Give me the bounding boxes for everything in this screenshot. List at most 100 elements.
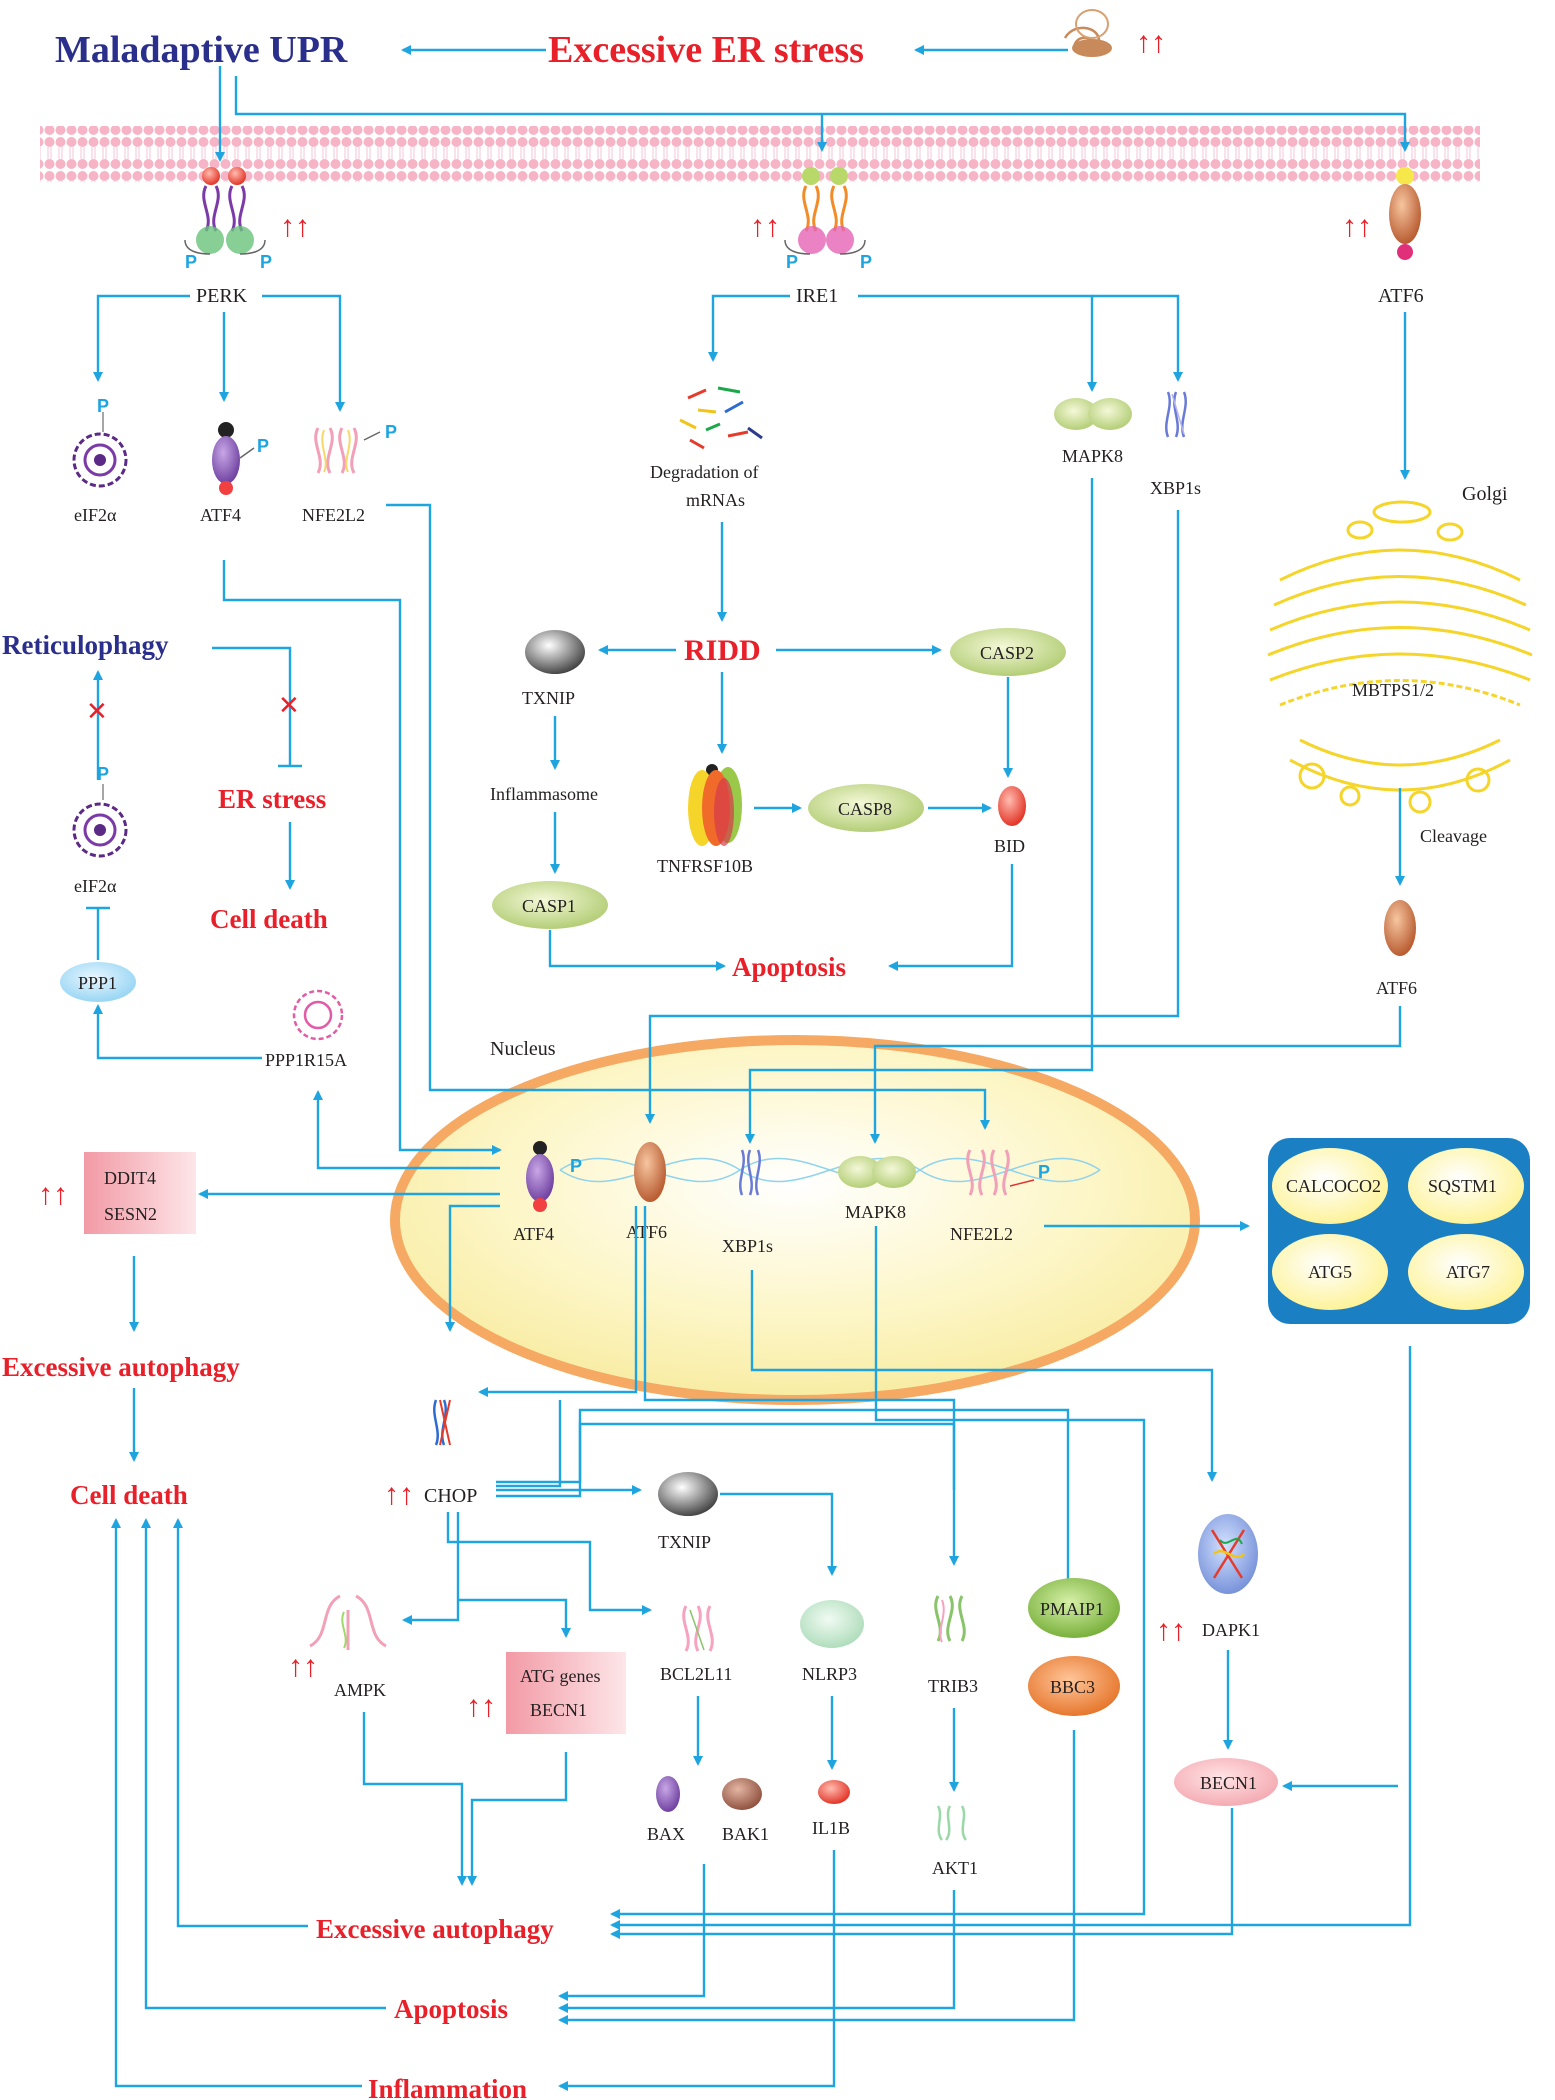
trib3-icon [934,1595,966,1643]
atg5-label: ATG5 [1308,1262,1352,1282]
inflammation-label: Inflammation [368,2074,527,2100]
xbp1s-icon [1165,391,1187,438]
atf4-nuclear-phospho: P [570,1156,582,1176]
ire1-label: IRE1 [796,285,838,307]
xbp1s-label: XBP1s [1150,478,1201,498]
trib3-label: TRIB3 [928,1676,978,1696]
tnfrsf10b-label: TNFRSF10B [657,856,753,876]
bbc3-label: BBC3 [1050,1677,1095,1697]
txnip-icon [525,630,585,674]
apoptosis-mid-label: Apoptosis [732,952,846,982]
arrow-becn1-to-excessive-autophagy [610,1808,1234,1939]
xbp1s-nuclear-icon [739,1149,761,1196]
arrow-chop-to-bcl2l11 [446,1512,652,1615]
txnip-label: TXNIP [522,688,575,708]
golgi-apparatus-icon [1267,500,1533,814]
bid-icon [998,786,1026,826]
ppp1r15a-label: PPP1R15A [265,1050,347,1070]
arrow-atf6-to-chop [478,1206,638,1397]
sqstm1-ellipse [1408,1148,1524,1224]
inflammasome-label: Inflammasome [490,784,598,804]
casp8-ellipse [808,784,924,832]
misfolded-protein-icon [1063,9,1112,57]
nfe2l2-label: NFE2L2 [302,505,365,525]
ire1-phospho-right: P [860,252,872,272]
il1b-label: IL1B [812,1818,850,1838]
eif2a-2-label: eIF2α [74,876,117,896]
dapk1-icon [1198,1514,1258,1594]
eif2a-phospho: P [97,396,109,416]
mapk8-icon [1054,398,1132,430]
arrow-xbp1s-to-dapk1 [750,1270,1217,1482]
atf4-phospho: P [257,436,269,456]
casp2-label: CASP2 [980,643,1034,663]
atf6-nuclear-icon [634,1142,666,1202]
golgi-label: Golgi [1462,483,1508,505]
er-membrane [40,126,1480,182]
arrow-txnip-to-nlrp3 [720,1492,837,1576]
excessive-autophagy-label: Excessive autophagy [316,1914,554,1944]
atg-genes-box [506,1652,626,1734]
perk-phospho-left: P [185,252,197,272]
txnip-lower-icon [658,1472,718,1516]
pmaip1-ellipse [1028,1578,1120,1638]
ampk-icon [309,1594,387,1650]
arrow-nfe2l2-to-nucleus [386,503,990,1130]
akt1-label: AKT1 [932,1858,978,1878]
ire1-phospho-left: P [786,252,798,272]
atf6-sensor-icon [1389,167,1421,260]
arrow-atf4-to-chop [445,1204,500,1332]
ppp1-label: PPP1 [78,973,117,993]
atf4-protein-icon [212,422,255,495]
bid-label: BID [994,836,1025,856]
atf6-increase-arrows: ↑↑ [1342,210,1372,243]
ddit4-label: DDIT4 [104,1168,156,1188]
block-cross-reticulophagy: ✕ [86,696,108,726]
dapk1-increase-arrows: ↑↑ [1156,1614,1186,1647]
sqstm1-label: SQSTM1 [1428,1176,1497,1196]
ampk-increase-arrows: ↑↑ [288,1650,318,1683]
er-stress-label: ER stress [218,784,326,814]
maladaptive-upr-label: Maladaptive UPR [55,29,348,71]
atf6-cleaved-label: ATF6 [1376,978,1417,998]
bcl2l11-icon [682,1605,714,1652]
nlrp3-label: NLRP3 [802,1664,857,1684]
mapk8-label: MAPK8 [1062,446,1123,466]
atf4-label: ATF4 [200,505,241,525]
atf6-label: ATF6 [1378,285,1424,307]
arrow-chop-to-trib3 [496,1422,959,1566]
perk-increase-arrows: ↑↑ [280,210,310,243]
perk-sensor-icon [184,167,266,255]
bax-label: BAX [647,1824,685,1844]
nfe2l2-phospho: P [385,422,397,442]
casp1-label: CASP1 [522,896,576,916]
degradation-line2: mRNAs [686,490,745,510]
atg5-ellipse [1272,1234,1388,1310]
nucleus-label: Nucleus [490,1038,556,1060]
il1b-icon [818,1780,850,1804]
arrow-mapk8-to-nucleus [745,478,1094,1144]
nfe2l2-nuclear-label: NFE2L2 [950,1224,1013,1244]
atg7-ellipse [1408,1234,1524,1310]
chop-label: CHOP [424,1485,477,1507]
atg7-label: ATG7 [1446,1262,1490,1282]
arrow-akt1-to-apoptosis [558,1890,956,2013]
arrow-xbp1s-to-nucleus [645,510,1180,1124]
ridd-label: RIDD [684,634,761,667]
atg-genes-increase-arrows: ↑↑ [466,1690,496,1723]
becn1-box-label: BECN1 [530,1700,587,1720]
left-excessive-autophagy-label: Excessive autophagy [2,1352,240,1382]
atf4-nuclear-label: ATF4 [513,1224,554,1244]
ppp1r15a-protein-icon [292,989,344,1041]
eif2a-protein-icon [72,412,128,488]
arrow-perk-to-eif2a [93,294,190,382]
arrow-mapk8-to-excessive-autophagy [610,1370,1146,1919]
bak1-icon [722,1778,762,1810]
degradation-line1: Degradation of [650,462,758,482]
arrow-autophagy-to-cell-death-bottom [173,1518,308,1928]
atg-genes-label: ATG genes [520,1666,600,1686]
pmaip1-label: PMAIP1 [1040,1599,1104,1619]
arrow-chop-to-ampk [402,1512,460,1625]
arrow-apoptosis-to-cell-death [141,1518,386,2010]
